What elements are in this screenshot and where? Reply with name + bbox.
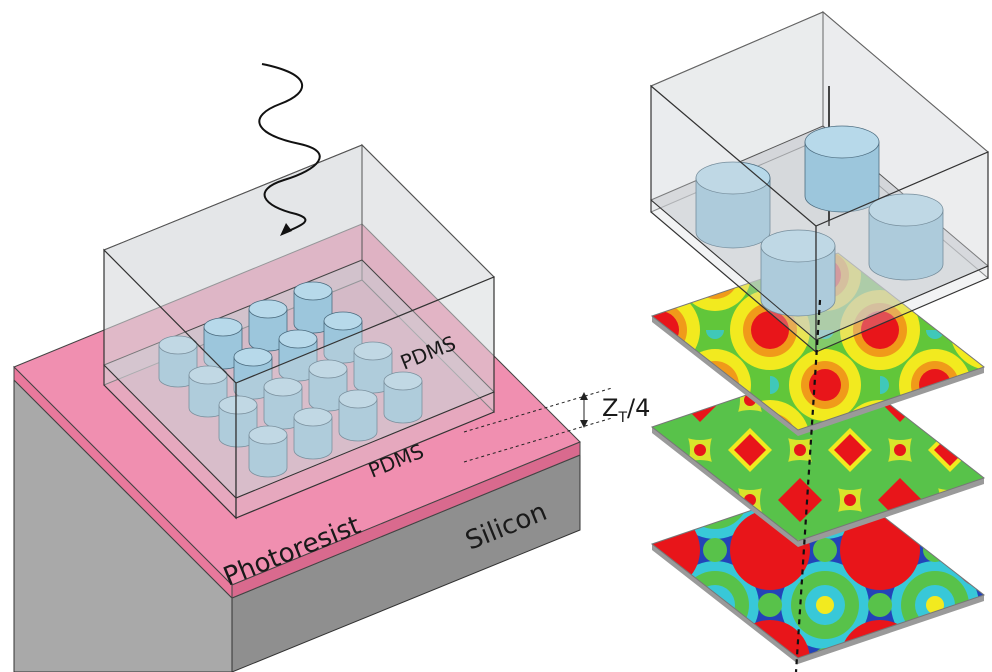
talbot-distance-marker: ZT/4 (463, 387, 650, 463)
pillar (353, 341, 393, 394)
pdms-box-front (103, 248, 495, 520)
left-assembly: PDMS PDMS Photoresist Silicon ZT/4 (13, 63, 650, 672)
pillar (308, 359, 348, 412)
pillar (188, 365, 228, 418)
pillar (248, 425, 288, 478)
pillar (293, 281, 333, 334)
pillar-array (158, 281, 423, 478)
pillar (233, 347, 273, 400)
pillar (248, 299, 288, 352)
pillar (278, 329, 318, 382)
light-wave-icon (258, 63, 321, 236)
pillar (383, 371, 423, 424)
pillar (203, 317, 243, 370)
pillar-large (868, 193, 944, 281)
pillar (338, 389, 378, 442)
pillar-large (695, 161, 771, 249)
pillar (323, 311, 363, 364)
pillar (293, 407, 333, 460)
optical-axis-dashed (794, 299, 822, 672)
pillar-array-magnified (695, 125, 944, 317)
label-zt-quarter: ZT/4 (602, 394, 650, 426)
right-assembly (650, 10, 989, 672)
pillar-large (804, 125, 880, 213)
